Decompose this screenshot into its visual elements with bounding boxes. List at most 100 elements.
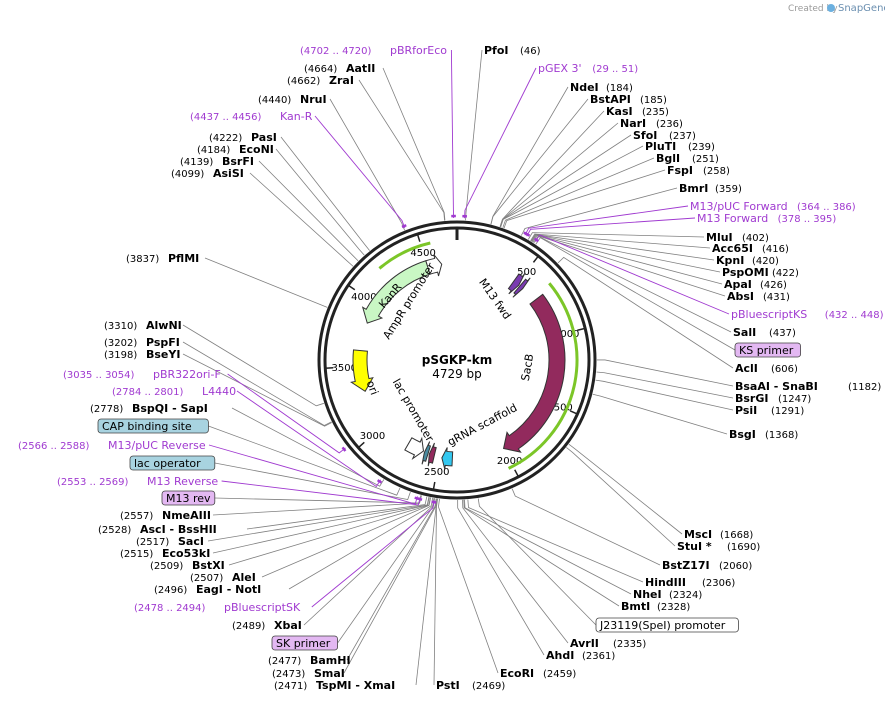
- site-name: KasI: [606, 105, 633, 118]
- site-position: (2324): [669, 590, 702, 601]
- site-name: BsgI: [729, 428, 756, 441]
- leader-line: [346, 498, 437, 661]
- sacb-label: SacB: [519, 353, 537, 382]
- site-name: PsiI: [735, 404, 757, 417]
- site-fspi-18: (258) FspI: [667, 164, 730, 177]
- site-name: PspFI: [146, 336, 180, 349]
- site-position: (1247): [778, 394, 811, 405]
- site-l4440-38: (2784 .. 2801)L4440: [112, 385, 236, 398]
- site-name: NarI: [620, 117, 646, 130]
- site-bsgi-43: (1368)BsgI: [729, 428, 798, 441]
- site-position: (239): [688, 142, 715, 153]
- site-position: (3202): [104, 338, 137, 349]
- site-position: (2361): [582, 651, 615, 662]
- tick-4500: [416, 233, 421, 242]
- site-psii-41: (1291)PsiI: [735, 404, 804, 417]
- site-name: BstZ17I: [662, 559, 710, 572]
- site-position: (46): [520, 46, 541, 57]
- leader-line: [182, 353, 332, 427]
- site-name: AbsI: [727, 290, 754, 303]
- leader-line: [450, 49, 455, 219]
- leader-line: [212, 495, 422, 516]
- tick-500: [532, 255, 539, 263]
- site-name: BseYI: [146, 348, 180, 361]
- site-acli-35: (606)AclI: [735, 362, 798, 375]
- site-nrui-7: (4440)NruI: [258, 93, 327, 106]
- feature-box: [271, 635, 338, 651]
- site-name: BmrI: [679, 182, 708, 195]
- site-j23119-spei-promoter-63: J23119(SpeI) promoter: [595, 617, 739, 633]
- leader-line: [467, 499, 644, 583]
- site-position: (2778): [90, 404, 123, 415]
- leader-line: [258, 160, 359, 262]
- leader-line: [557, 256, 734, 369]
- site-name: BstXI: [192, 559, 225, 572]
- site-nhei-59: (2324) NheI: [633, 588, 702, 601]
- site-name: NheI: [633, 588, 662, 601]
- site-position: (359): [715, 184, 742, 195]
- leader-line: [303, 498, 435, 626]
- site-eagi-noti-58: (2496)EagI - NotI: [154, 583, 261, 596]
- leader-line: [246, 496, 428, 530]
- site-name: pBRforEco: [390, 44, 447, 57]
- site-position: (1690): [727, 542, 760, 553]
- site-m13-puc-forward-20: (364 .. 386)M13/pUC Forward: [690, 200, 856, 213]
- site-name: AclI: [735, 362, 758, 375]
- site-ks-primer-34: KS primer: [734, 342, 801, 358]
- site-saci-51: (2517)SacI: [136, 535, 204, 548]
- site-m13-puc-reverse-44: (2566 .. 2588) M13/pUC Reverse: [18, 439, 206, 452]
- site-name: Acc65I: [712, 242, 753, 255]
- site-position: (3310): [104, 321, 137, 332]
- feature-box: [97, 418, 209, 434]
- leader-line: [530, 233, 711, 249]
- site-hindiii-57: (2306)HindIII: [645, 576, 735, 589]
- site-name: SmaI: [314, 667, 345, 680]
- site-position: (3198): [104, 350, 137, 361]
- site-position: (364 .. 386): [797, 202, 856, 213]
- site-position: (432 .. 448): [825, 310, 884, 321]
- site-name: BamHI: [310, 654, 351, 667]
- leader-line: [568, 443, 683, 535]
- site-position: (4437 .. 4456): [190, 112, 262, 123]
- site-name: StuI *: [677, 540, 712, 553]
- site-nari-10: (236)NarI: [620, 117, 683, 130]
- leader-line: [457, 499, 545, 656]
- leader-line: [337, 498, 436, 644]
- leader-line: [464, 67, 537, 219]
- site-position: (437): [769, 328, 796, 339]
- feature-box: [161, 490, 216, 506]
- tick-4000: [347, 284, 356, 291]
- leader-line: [530, 234, 715, 261]
- site-position: (1182): [848, 382, 881, 393]
- leader-line: [490, 86, 569, 225]
- site-bstapi-6: (185)BstAPI: [590, 93, 667, 106]
- lac-operator-mini: [421, 441, 432, 465]
- site-pbr322ori-f-36: (3035 .. 3054)pBR322ori-F: [63, 368, 221, 381]
- site-position: (2566 .. 2588): [18, 441, 90, 452]
- site-name: AleI: [232, 571, 256, 584]
- site-name: M13 Forward: [697, 212, 768, 225]
- leader-line: [464, 499, 632, 595]
- primer-mark: [431, 500, 437, 504]
- site-position: (426): [760, 280, 787, 291]
- site-aatii-3: (4664)AatII: [304, 62, 375, 75]
- site-psti-71: (2469)PstI: [436, 679, 505, 692]
- site-position: (2509): [150, 561, 183, 572]
- site-name: FspI: [667, 164, 693, 177]
- site-pgex-3-2: (29 .. 51)pGEX 3': [538, 62, 638, 75]
- site-ecori-69: (2459)EcoRI: [500, 667, 576, 680]
- m13rev-mini: [427, 442, 437, 467]
- site-kasi-8: (235)KasI: [606, 105, 669, 118]
- sacb-orf-arc: [507, 282, 579, 470]
- site-position: (258): [703, 166, 730, 177]
- site-name: BglI: [656, 152, 680, 165]
- site-name: M13/pUC Reverse: [108, 439, 206, 452]
- site-position: (184): [606, 83, 633, 94]
- site-position: (4664): [304, 64, 337, 75]
- primer-mark: [341, 446, 347, 452]
- primer-mark: [401, 224, 407, 229]
- site-name: pGEX 3': [538, 62, 582, 75]
- site-name: ZraI: [329, 74, 354, 87]
- site-name: SalI: [733, 326, 756, 339]
- tick-1500: [569, 410, 578, 415]
